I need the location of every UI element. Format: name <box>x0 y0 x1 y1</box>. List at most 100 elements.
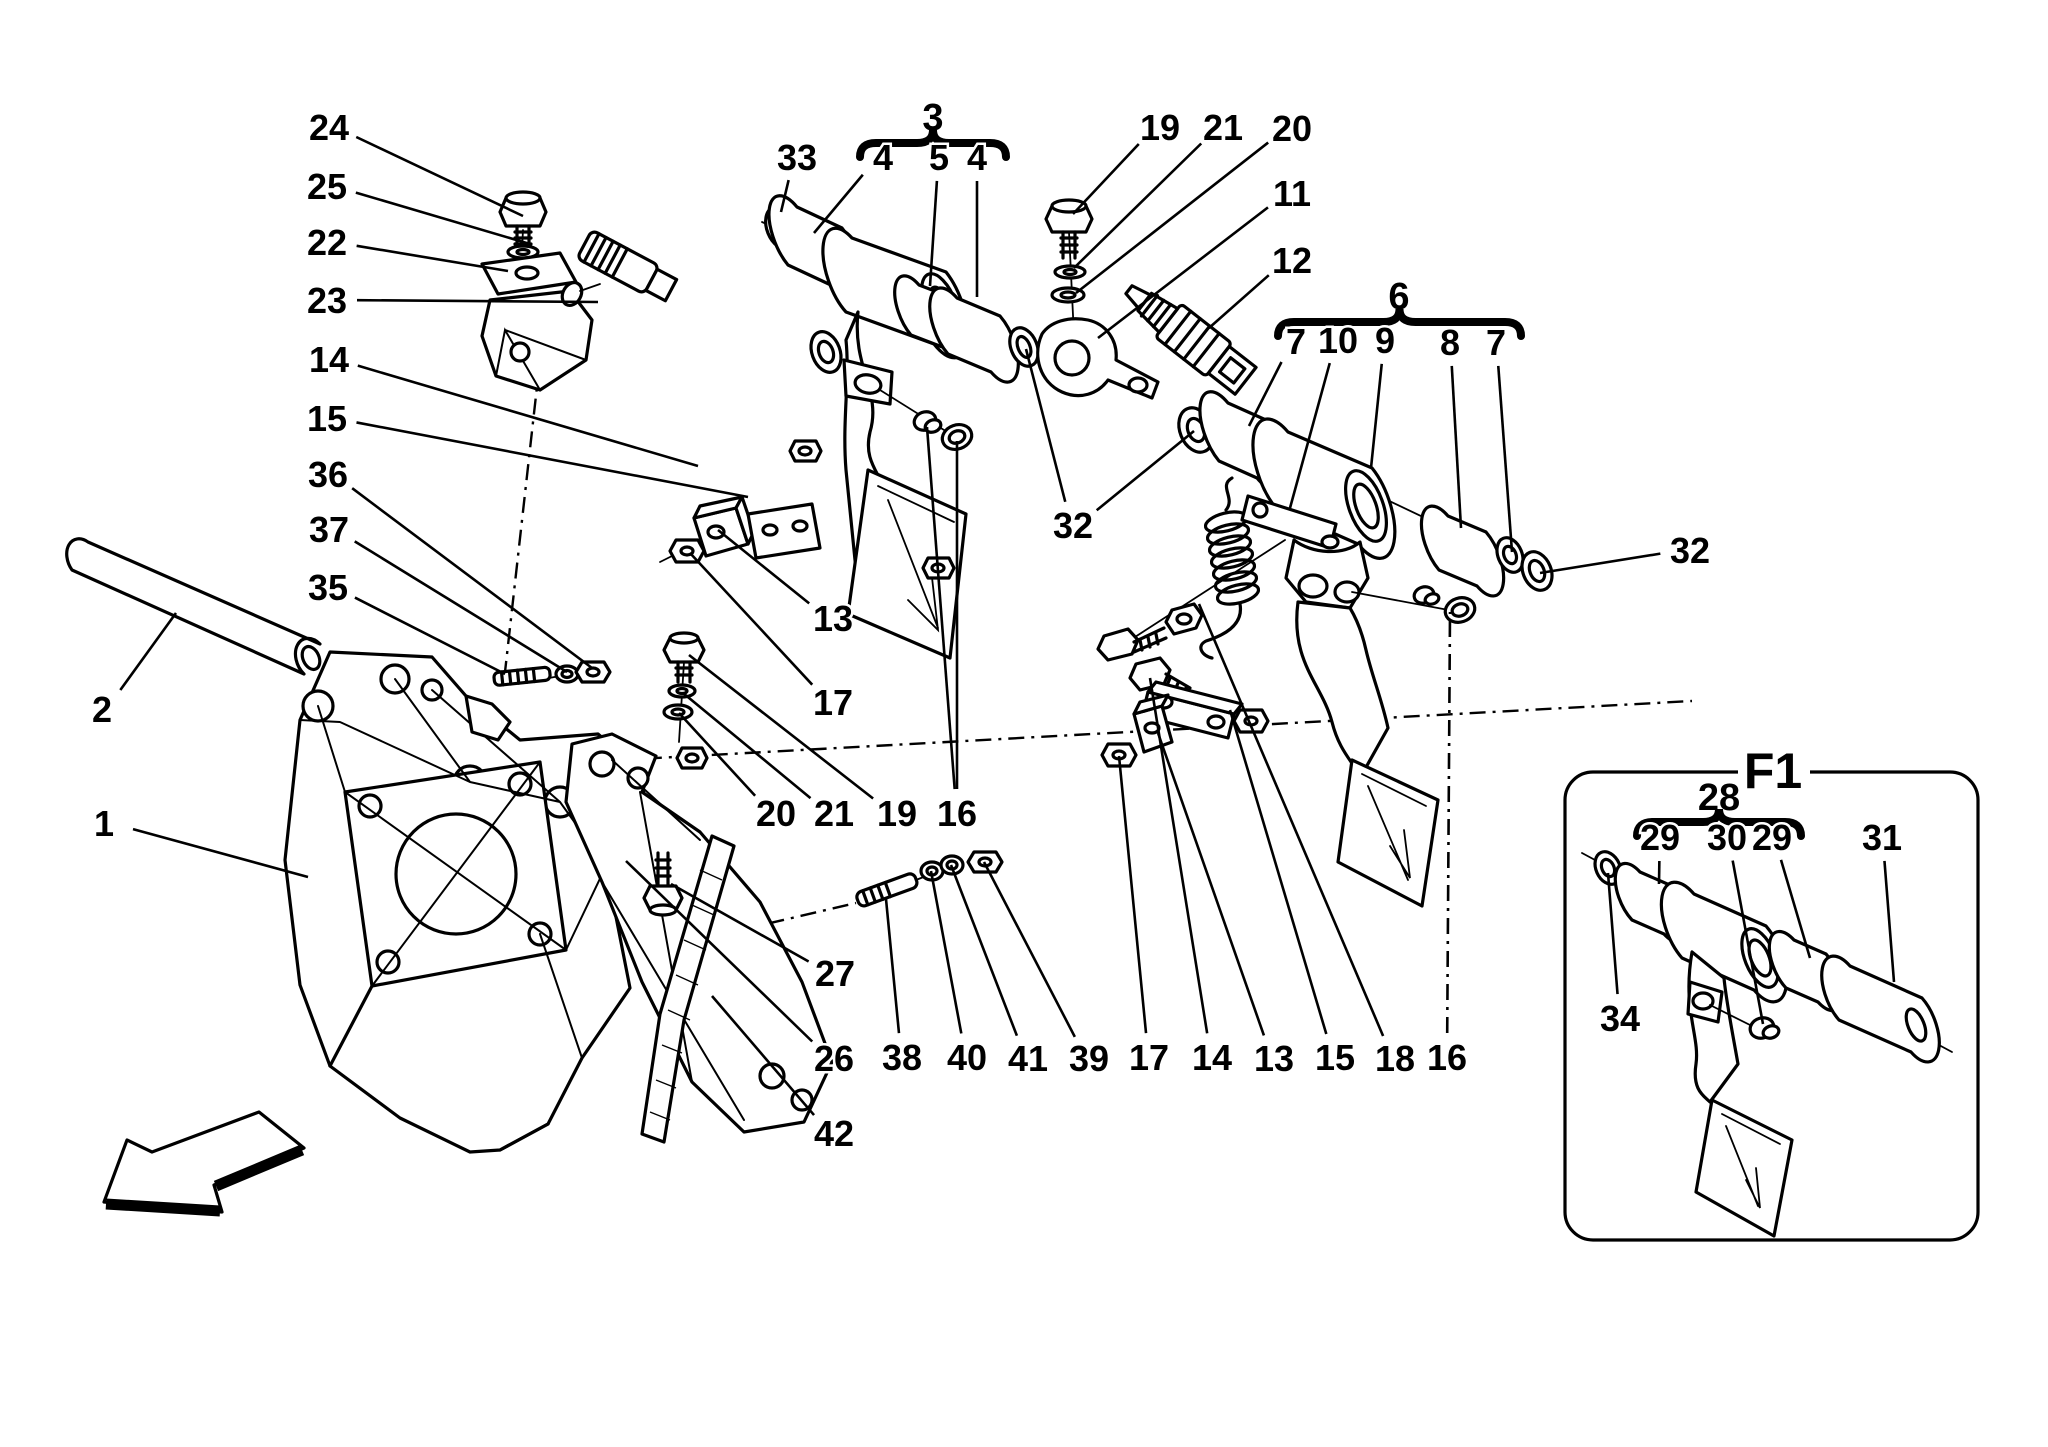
leader-line-11 <box>1097 206 1269 340</box>
leader-line-36 <box>351 487 593 670</box>
leader-line-33 <box>779 179 790 213</box>
callout-14: 14 <box>309 339 349 380</box>
leader-line-29 <box>1779 859 1812 959</box>
leader-line-19 <box>688 653 874 800</box>
leader-line-27 <box>670 882 810 963</box>
f1-inset: F1 <box>1563 743 1980 1242</box>
stud-washer-nut <box>492 660 612 687</box>
leader-line-32 <box>1095 429 1195 512</box>
leader-line-17 <box>1117 755 1148 1034</box>
leader-line-23 <box>356 298 599 304</box>
leader-line-8 <box>1450 365 1463 529</box>
group-label-6: 6 <box>1388 276 1409 318</box>
group-brackets: 3 6 28 <box>856 97 1805 840</box>
link-eye-piece <box>1036 317 1160 400</box>
leader-line-39 <box>982 861 1076 1038</box>
callout-42: 42 <box>814 1113 854 1154</box>
callout-4: 4 <box>967 137 987 178</box>
spring-anchor-bolt <box>1096 602 1204 662</box>
leader-line-41 <box>949 864 1019 1037</box>
callout-22: 22 <box>307 222 347 263</box>
callout-13: 13 <box>813 598 853 639</box>
group-label-3: 3 <box>922 97 943 139</box>
leader-line-12 <box>1208 274 1270 329</box>
callout-15: 15 <box>307 398 347 439</box>
brake-pedal <box>788 226 1040 660</box>
callout-10: 10 <box>1318 320 1358 361</box>
stop-switch-assembly <box>480 190 679 392</box>
callout-17: 17 <box>813 682 853 723</box>
leader-line-5 <box>928 180 939 287</box>
callout-41: 41 <box>1008 1038 1048 1079</box>
callout-19: 19 <box>1140 107 1180 148</box>
callout-30: 30 <box>1707 817 1747 858</box>
callout-31: 31 <box>1862 817 1902 858</box>
leader-line-9 <box>1369 363 1384 469</box>
group-label-28: 28 <box>1698 777 1740 819</box>
callout-25: 25 <box>307 166 347 207</box>
leader-line-35 <box>354 596 506 676</box>
callout-32: 32 <box>1053 505 1093 546</box>
callout-29: 29 <box>1752 817 1792 858</box>
leader-line-22 <box>356 244 509 273</box>
callout-38: 38 <box>882 1037 922 1078</box>
callout-9: 9 <box>1375 320 1395 361</box>
group-bracket-28 <box>1633 808 1805 840</box>
callout-4: 4 <box>873 137 893 178</box>
clamp-block-left <box>659 495 822 564</box>
leader-line-31 <box>1883 860 1896 983</box>
pedal-switch-sensor <box>1124 284 1258 396</box>
callout-39: 39 <box>1069 1038 1109 1079</box>
leader-line-20 <box>678 712 757 797</box>
callout-19: 19 <box>877 793 917 834</box>
leader-line-14 <box>357 364 699 468</box>
leader-line-7 <box>1496 365 1514 553</box>
group-bracket-3 <box>856 129 1010 161</box>
callout-16: 16 <box>937 793 977 834</box>
leader-line-15 <box>356 421 749 499</box>
callout-34: 34 <box>1600 998 1640 1039</box>
leader-line-38 <box>884 898 901 1034</box>
leader-line-20 <box>1075 141 1269 295</box>
leader-line-7 <box>1247 361 1283 427</box>
leader-line-4 <box>813 173 864 234</box>
callout-37: 37 <box>309 509 349 550</box>
callout-35: 35 <box>308 567 348 608</box>
plate-bolt-washers <box>662 631 709 770</box>
leader-line-18 <box>1197 603 1385 1037</box>
leader-line-24 <box>355 135 524 218</box>
callout-20: 20 <box>756 793 796 834</box>
leader-line-19 <box>1072 143 1140 215</box>
gasket-strip <box>640 834 736 1144</box>
callout-16: 16 <box>1427 1037 1467 1078</box>
group-bracket-6 <box>1274 308 1525 340</box>
callout-2: 2 <box>92 689 112 730</box>
callout-33: 33 <box>777 137 817 178</box>
leader-line-16 <box>1445 611 1452 1034</box>
callout-27: 27 <box>815 953 855 994</box>
leader-line-34 <box>1606 872 1619 995</box>
leader-line-30 <box>1731 860 1765 1025</box>
leader-line-10 <box>1288 362 1332 509</box>
callout-14: 14 <box>1192 1037 1232 1078</box>
callout-17: 17 <box>1129 1037 1169 1078</box>
callout-40: 40 <box>947 1037 987 1078</box>
stud-38-set <box>855 850 1004 908</box>
callout-13: 13 <box>1254 1038 1294 1079</box>
leader-line-15 <box>1228 709 1328 1035</box>
leader-lines <box>119 135 1896 1116</box>
callout-21: 21 <box>814 793 854 834</box>
callout-20: 20 <box>1272 108 1312 149</box>
pedal-link-bolt <box>1044 198 1094 337</box>
inset-title: F1 <box>1744 743 1802 799</box>
push-rod <box>65 537 322 676</box>
callout-32: 32 <box>1670 530 1710 571</box>
callout-7: 7 <box>1486 322 1506 363</box>
inset-title-patch <box>1738 750 1810 796</box>
callout-21: 21 <box>1203 107 1243 148</box>
leader-line-32 <box>1024 348 1067 503</box>
clamp-block-right <box>1100 656 1270 768</box>
leader-line-40 <box>929 870 963 1034</box>
